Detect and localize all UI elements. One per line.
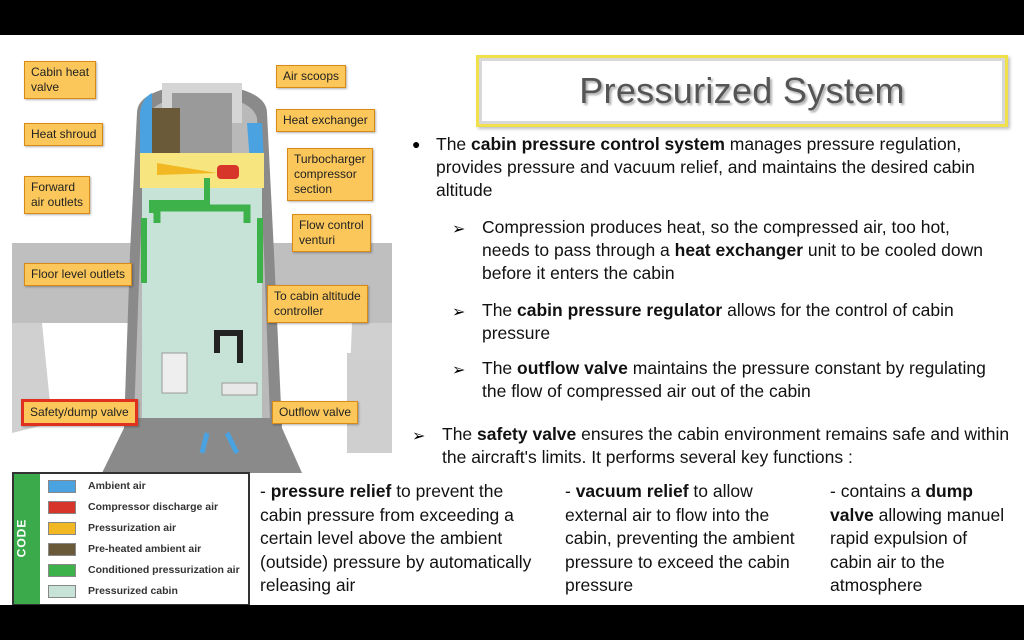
callout-to-cabin-altitude-controller: To cabin altitude controller [267,285,368,323]
legend-item-preheated-air: Pre-heated ambient air [48,541,201,557]
legend-item-conditioned-air: Conditioned pressurization air [48,562,240,578]
callout-turbocharger: Turbocharger compressor section [287,148,373,201]
arrow-bullet-icon: ➢ [452,304,466,321]
legend-item-pressurized-cabin: Pressurized cabin [48,583,178,599]
callout-forward-air-outlets: Forward air outlets [24,176,91,214]
title-box: Pressurized System [476,55,1008,127]
callout-heat-shroud: Heat shroud [24,123,104,146]
slide-title: Pressurized System [579,70,905,111]
arrow-bullet-icon: ➢ [452,362,466,379]
legend-item-pressurization-air: Pressurization air [48,520,176,536]
main-bullet: The cabin pressure control system manage… [436,134,975,200]
arrow-bullet-icon: ➢ [452,221,466,238]
callout-safety-dump-valve: Safety/dump valve [21,399,138,426]
preheated-air-swatch [48,542,76,556]
legend-item-ambient-air: Ambient air [48,478,146,494]
sub-bullet-outflow-valve: The outflow valve maintains the pressure… [482,358,986,401]
callout-air-scoops: Air scoops [276,65,347,88]
function-dump-valve: - contains a dump valve allowing manuel … [830,481,1005,595]
sub-bullet-pressure-regulator: The cabin pressure regulator allows for … [482,300,954,343]
color-code-legend: CODE Ambient air Compressor discharge ai… [12,472,250,605]
pressurized-cabin-swatch [48,584,76,598]
function-vacuum-relief: - vacuum relief to allow external air to… [565,481,795,595]
legend-item-compressor-discharge: Compressor discharge air [48,499,218,515]
callout-outflow-valve: Outflow valve [272,401,359,424]
callout-flow-control-venturi: Flow control venturi [292,214,371,252]
callout-heat-exchanger: Heat exchanger [276,109,375,132]
legend-heading: CODE [14,518,29,558]
compressor-discharge-swatch [48,500,76,514]
pressurization-air-swatch [48,521,76,535]
conditioned-air-swatch [48,563,76,577]
callout-floor-level-outlets: Floor level outlets [24,263,133,286]
sub-bullet-heat-exchanger: Compression produces heat, so the compre… [482,217,984,283]
callout-cabin-heat-valve: Cabin heat valve [24,61,97,99]
aircraft-cutaway-illustration [12,83,392,473]
safety-valve-bullet: The safety valve ensures the cabin envir… [442,424,1010,467]
arrow-bullet-icon: ➢ [412,428,426,445]
slide: Cabin heat valve Air scoops Heat shroud … [0,35,1024,605]
ambient-air-swatch [48,479,76,493]
function-pressure-relief: - pressure relief to prevent the cabin p… [260,481,532,595]
pressurization-diagram: Cabin heat valve Air scoops Heat shroud … [12,53,392,473]
legend-code-tab: CODE [14,474,40,604]
bullet-dot-icon: ● [412,136,421,152]
